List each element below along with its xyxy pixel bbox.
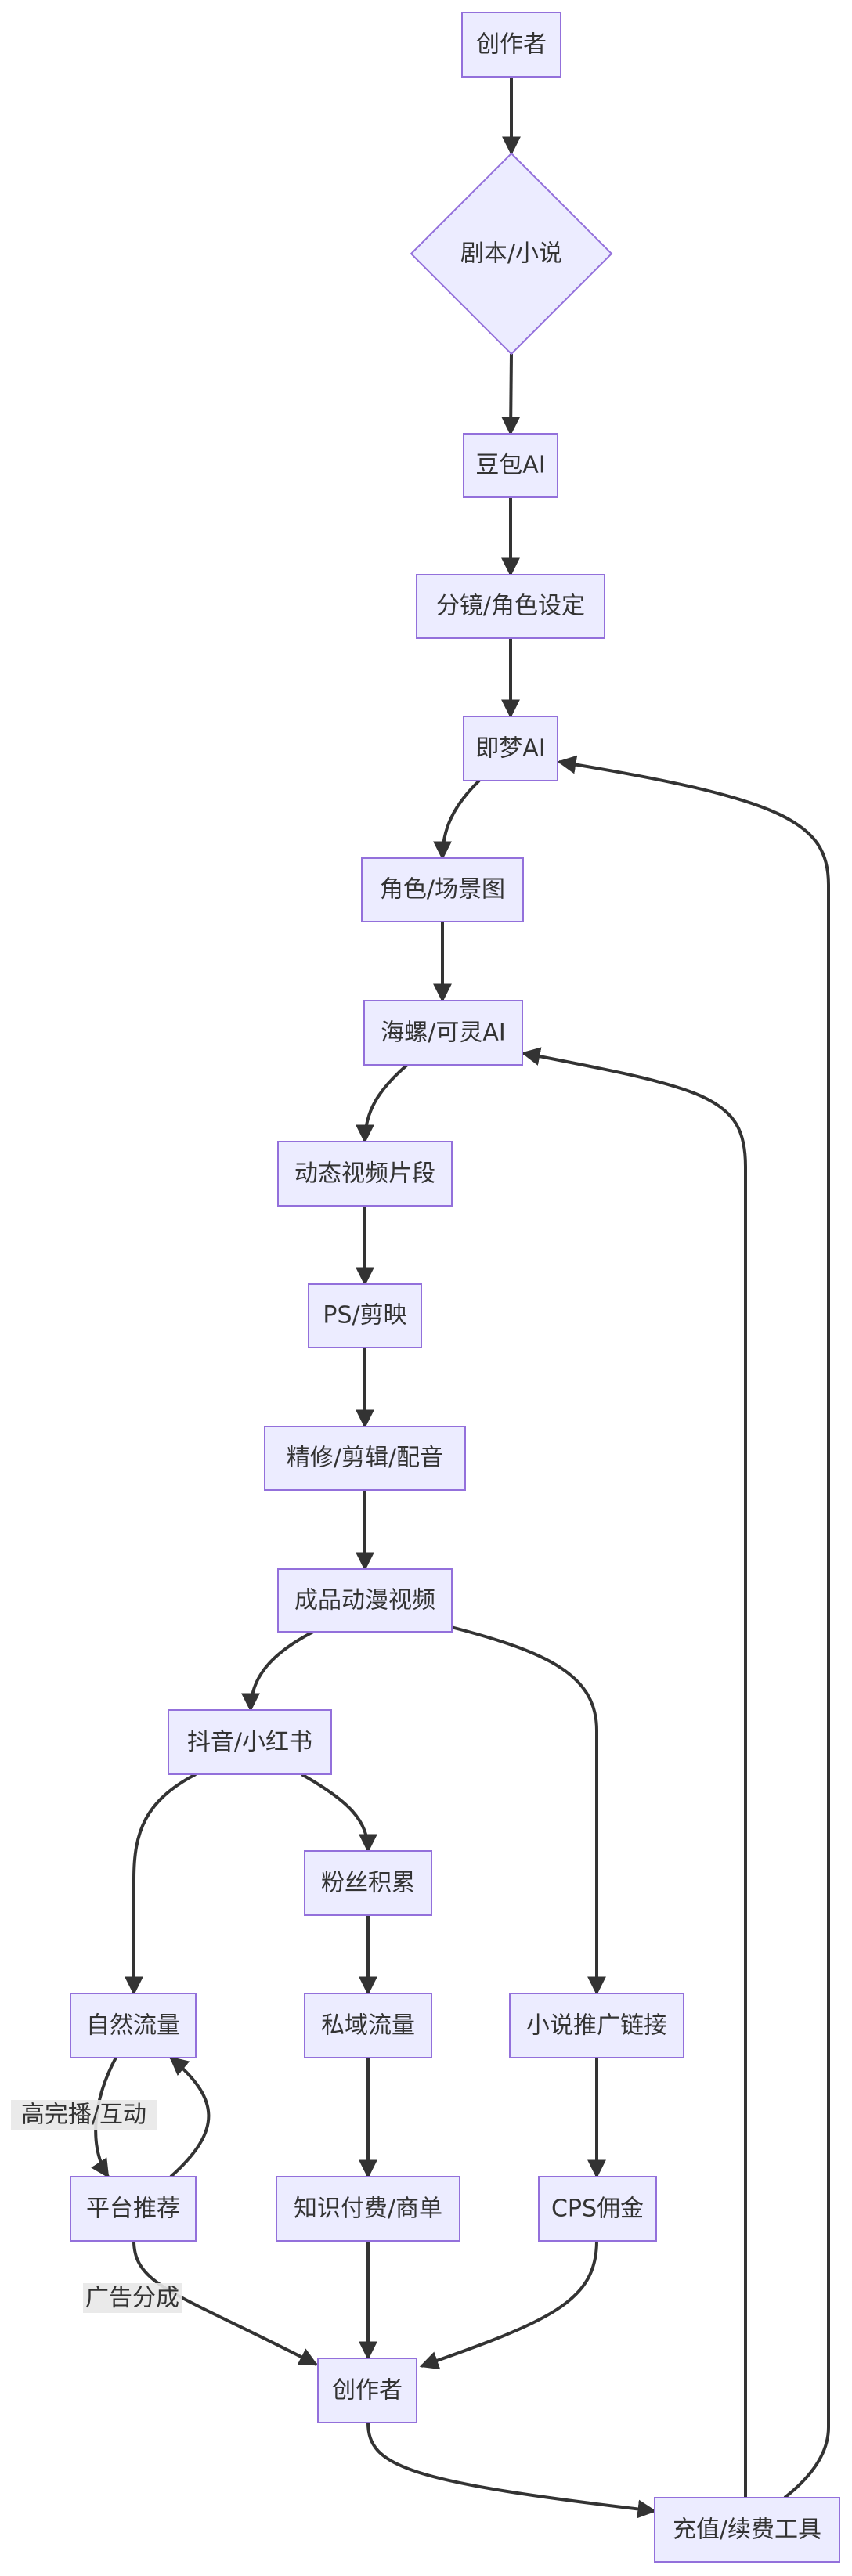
node-label: 剧本/小说 (460, 240, 562, 268)
node-creator-bottom: 创作者 (317, 2358, 417, 2423)
node-label: 私域流量 (321, 2012, 415, 2040)
node-label: 自然流量 (86, 2012, 180, 2040)
edges (91, 77, 830, 2519)
node-hailuo-kling: 海螺/可灵AI (363, 1000, 523, 1066)
edge-label-high-completion: 高完播/互动 (11, 2100, 157, 2130)
node-ps-jianying: PS/剪映 (308, 1283, 422, 1348)
node-role-scene: 角色/场景图 (361, 857, 524, 922)
node-label: 即梦AI (475, 735, 545, 763)
node-label: 充值/续费工具 (673, 2516, 821, 2544)
node-knowledge-pay: 知识付费/商单 (276, 2176, 460, 2242)
edge-label-text: 广告分成 (85, 2285, 179, 2312)
edge-recharge-to-jimeng (557, 755, 830, 2499)
edge-label-ad-share: 广告分成 (83, 2283, 182, 2313)
node-script-novel: 剧本/小说 (410, 152, 613, 355)
node-cps: CPS佣金 (538, 2176, 657, 2242)
edge-cps-to-creator (419, 2240, 598, 2370)
node-label: 知识付费/商单 (294, 2195, 442, 2223)
node-douyin-xhs: 抖音/小红书 (168, 1709, 332, 1775)
edge-label-text: 高完播/互动 (21, 2102, 146, 2129)
node-refine-edit: 精修/剪辑/配音 (264, 1426, 466, 1491)
node-storyboard: 分镜/角色设定 (416, 574, 605, 639)
node-creator-top: 创作者 (461, 12, 561, 78)
node-platform-rec: 平台推荐 (70, 2176, 197, 2242)
edge-hailuo-to-videoclips (356, 1063, 409, 1144)
edge-final-to-douyin (241, 1630, 314, 1712)
node-label: 抖音/小红书 (187, 1729, 312, 1756)
node-label: 成品动漫视频 (294, 1587, 435, 1615)
node-label: 创作者 (476, 31, 547, 59)
edge-recharge-to-hailuo (521, 1047, 747, 2498)
node-video-clips: 动态视频片段 (277, 1141, 453, 1207)
node-label: 平台推荐 (86, 2195, 180, 2223)
node-label: CPS佣金 (551, 2195, 644, 2223)
node-label: 动态视频片段 (294, 1160, 435, 1188)
node-jimeng-ai: 即梦AI (463, 716, 558, 781)
node-novel-link: 小说推广链接 (509, 1993, 684, 2058)
node-label: 分镜/角色设定 (436, 593, 585, 620)
node-label: 小说推广链接 (526, 2012, 667, 2040)
node-recharge: 充值/续费工具 (654, 2497, 840, 2563)
edge-jimeng-to-rolescene (433, 779, 481, 860)
node-label: 豆包AI (475, 452, 545, 479)
node-label: 海螺/可灵AI (381, 1019, 505, 1047)
node-final-video: 成品动漫视频 (277, 1568, 453, 1633)
node-label: 角色/场景图 (380, 876, 505, 904)
node-natural-traffic: 自然流量 (70, 1993, 197, 2058)
node-private-traffic: 私域流量 (304, 1993, 432, 2058)
node-doubao-ai: 豆包AI (463, 433, 558, 498)
edge-final-to-novellink (450, 1625, 606, 1996)
edge-platform-to-natural (169, 2056, 211, 2178)
node-label: 创作者 (332, 2377, 403, 2405)
edge-douyin-to-fans (301, 1773, 377, 1853)
node-label: 粉丝积累 (321, 1870, 415, 1897)
node-label: PS/剪映 (323, 1302, 406, 1329)
node-label: 精修/剪辑/配音 (287, 1445, 443, 1472)
edge-creator-to-recharge (366, 2422, 657, 2519)
edge-douyin-to-natural (125, 1773, 197, 1996)
node-fans: 粉丝积累 (304, 1850, 432, 1916)
